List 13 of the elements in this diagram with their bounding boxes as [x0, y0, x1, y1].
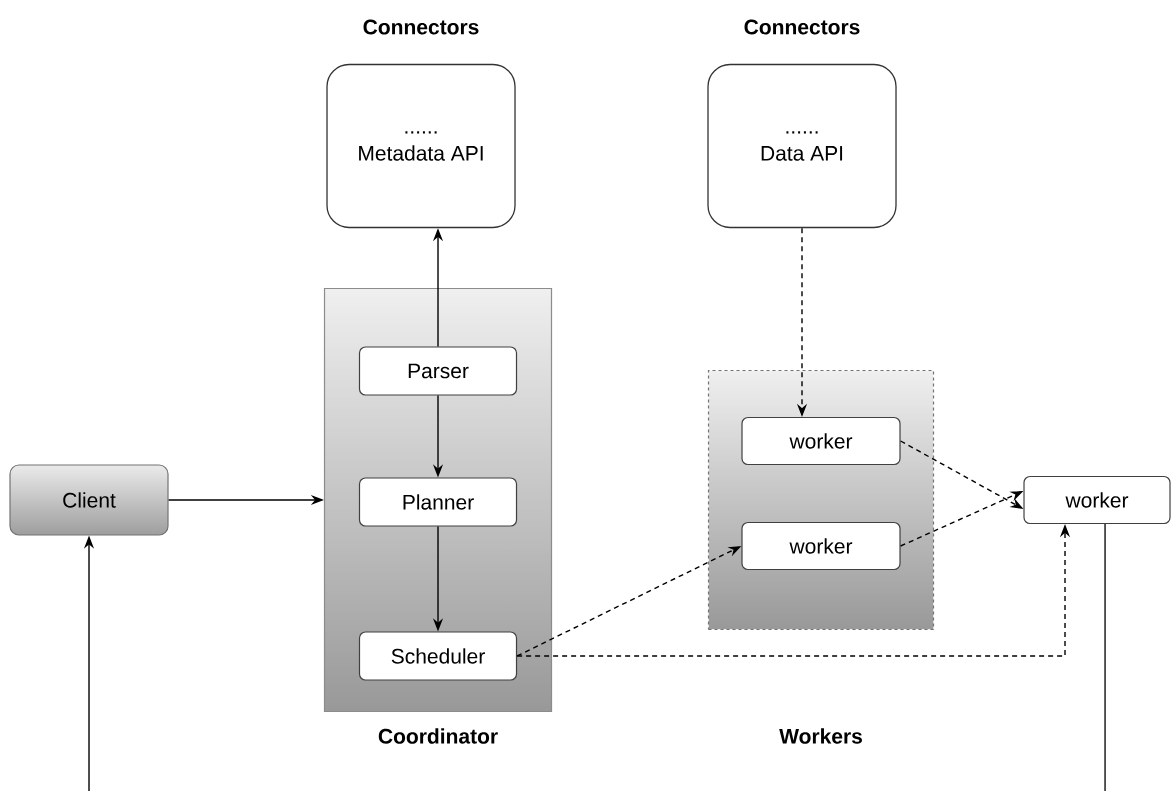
worker-box: worker [741, 521, 901, 571]
worker-box: worker [1023, 475, 1171, 525]
heading: Coordinator [378, 728, 498, 744]
heading: Connectors [744, 19, 860, 35]
heading: Connectors [363, 19, 479, 35]
heading: Workers [779, 728, 862, 744]
process-box: Planner [358, 477, 518, 527]
connector-box: ...... Data API [707, 63, 897, 229]
process-box: Scheduler [358, 631, 518, 681]
process-box: Parser [358, 346, 518, 396]
worker-box: worker [741, 416, 901, 466]
connector-box: ...... Metadata API [326, 63, 516, 229]
client-box: Client [9, 464, 169, 536]
